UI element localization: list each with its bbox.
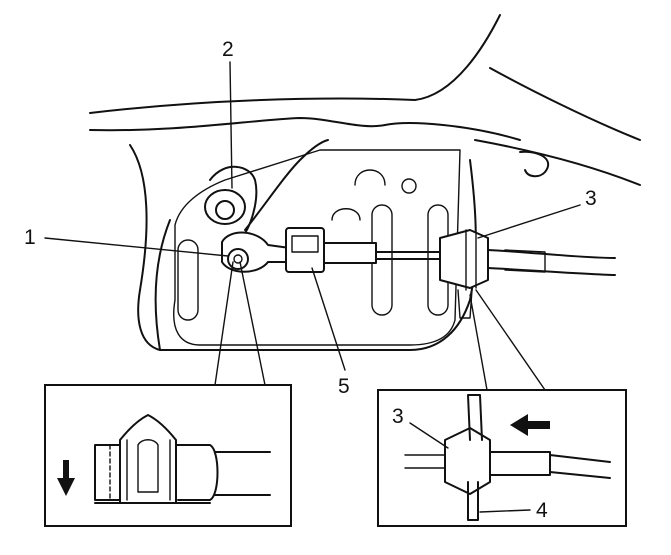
callout-3: 3 [585,187,597,210]
down-arrow-icon [57,460,75,496]
adjuster-clip-window [291,235,319,253]
hole-small [401,178,417,194]
detail-frame-right [377,389,627,527]
callout-4: 4 [536,499,548,522]
left-arrow-icon [510,414,550,436]
detail-cable [489,451,611,479]
mounting-plate [173,149,461,346]
rod-body [94,444,219,501]
hole-mid [331,208,361,221]
brace-bar-lower [474,139,641,186]
leader-5 [311,267,346,371]
body-panel-top-edge [89,14,501,114]
ball-joint [227,248,249,270]
housing-left-side [154,219,171,351]
brace-bar [489,67,641,141]
leader-3-detail [409,422,449,449]
detail-rod [404,454,446,469]
outer-cable-bottom [487,267,616,276]
ball-joint-pin [233,254,243,264]
push-clip [119,414,177,502]
retainer-flange [465,229,477,291]
leader-4 [479,509,531,513]
leader-3 [477,204,581,239]
leader-right-b [475,289,546,391]
bracket-ring-hole [215,200,235,220]
clip-edge [126,439,171,501]
push-clip-slot [137,439,159,493]
leader-left-a [214,261,234,386]
leader-right-a [469,294,488,391]
detail-view-clip [44,261,292,527]
bracket-wire [244,139,329,231]
cable-boot [504,249,546,273]
leader-left-b [239,261,266,386]
hole-large [354,169,386,186]
rod-extension [214,451,271,496]
detail-view-retainer [377,289,627,527]
outer-cable-top [487,249,616,259]
main-view [89,14,641,351]
cable-rod-sleeve [323,242,377,264]
cable-rod [375,251,441,260]
callout-2: 2 [222,38,234,61]
body-panel-inner-edge [89,117,521,141]
leader-1 [44,237,229,257]
slot-left [177,239,199,321]
retainer-tab-bottom [467,481,479,521]
callout-3-detail: 3 [392,405,404,428]
callout-5: 5 [338,375,350,398]
brace-bar-end [519,150,550,178]
callout-1: 1 [24,226,36,249]
leader-2 [229,61,233,189]
retainer-tab-top [467,394,483,441]
cable-retainer [439,229,489,289]
